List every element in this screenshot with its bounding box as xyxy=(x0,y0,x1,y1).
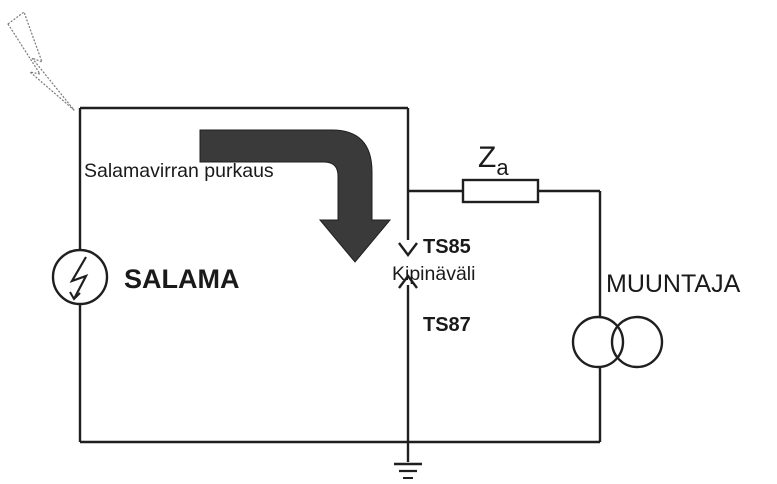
lower-electrode-label: TS87 xyxy=(423,314,471,336)
lightning-bolt-icon xyxy=(7,11,75,111)
circuit-wires xyxy=(78,106,602,462)
ground-icon xyxy=(394,462,422,479)
spark-gap-upper-arrow xyxy=(398,242,418,257)
discharge-label: Salamavirran purkaus xyxy=(84,160,274,182)
impedance-label: Za xyxy=(478,141,509,180)
spark-gap-lower-arrow xyxy=(398,274,418,289)
transformer-icon xyxy=(571,315,664,369)
transformer-label: MUUNTAJA xyxy=(606,270,741,298)
impedance-main: Z xyxy=(478,141,496,174)
impedance-resistor xyxy=(461,178,540,204)
discharge-arrow xyxy=(199,129,392,263)
upper-electrode-label: TS85 xyxy=(423,236,471,258)
lightning-source-icon xyxy=(51,248,109,306)
impedance-subscript: a xyxy=(496,155,509,180)
source-label: SALAMA xyxy=(124,264,240,294)
gap-label: Kipinäväli xyxy=(392,263,475,285)
